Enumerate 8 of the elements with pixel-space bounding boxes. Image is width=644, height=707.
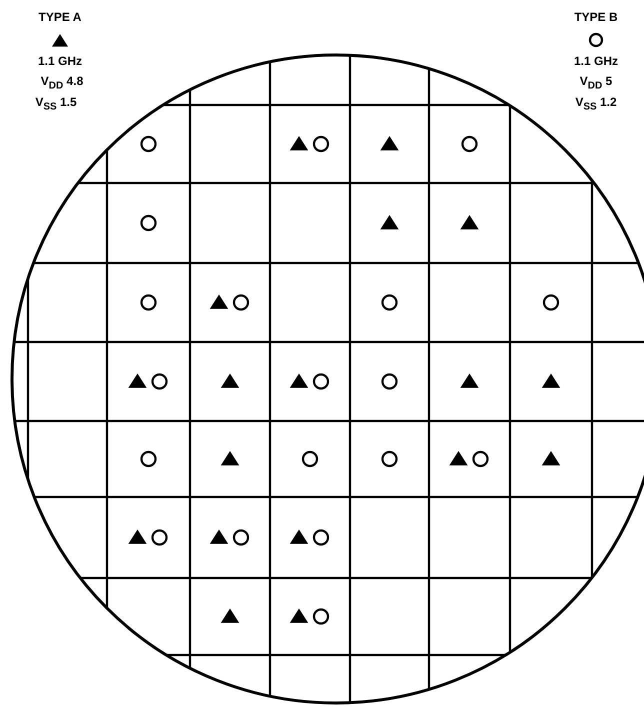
legend-label: TYPE B (574, 10, 618, 24)
frequency-label: 1.1 GHz (574, 54, 618, 68)
frequency-label: 1.1 GHz (38, 54, 82, 68)
voltage-label: V$_{DD}$ 4.8 (40, 74, 84, 94)
voltage-label: V$_{SS}$ 1.2 (575, 95, 617, 114)
legend-label: TYPE A (38, 10, 82, 24)
voltage-label: V$_{SS}$ 1.5 (35, 95, 77, 114)
voltage-label: V$_{DD}$ 5 (580, 74, 612, 94)
